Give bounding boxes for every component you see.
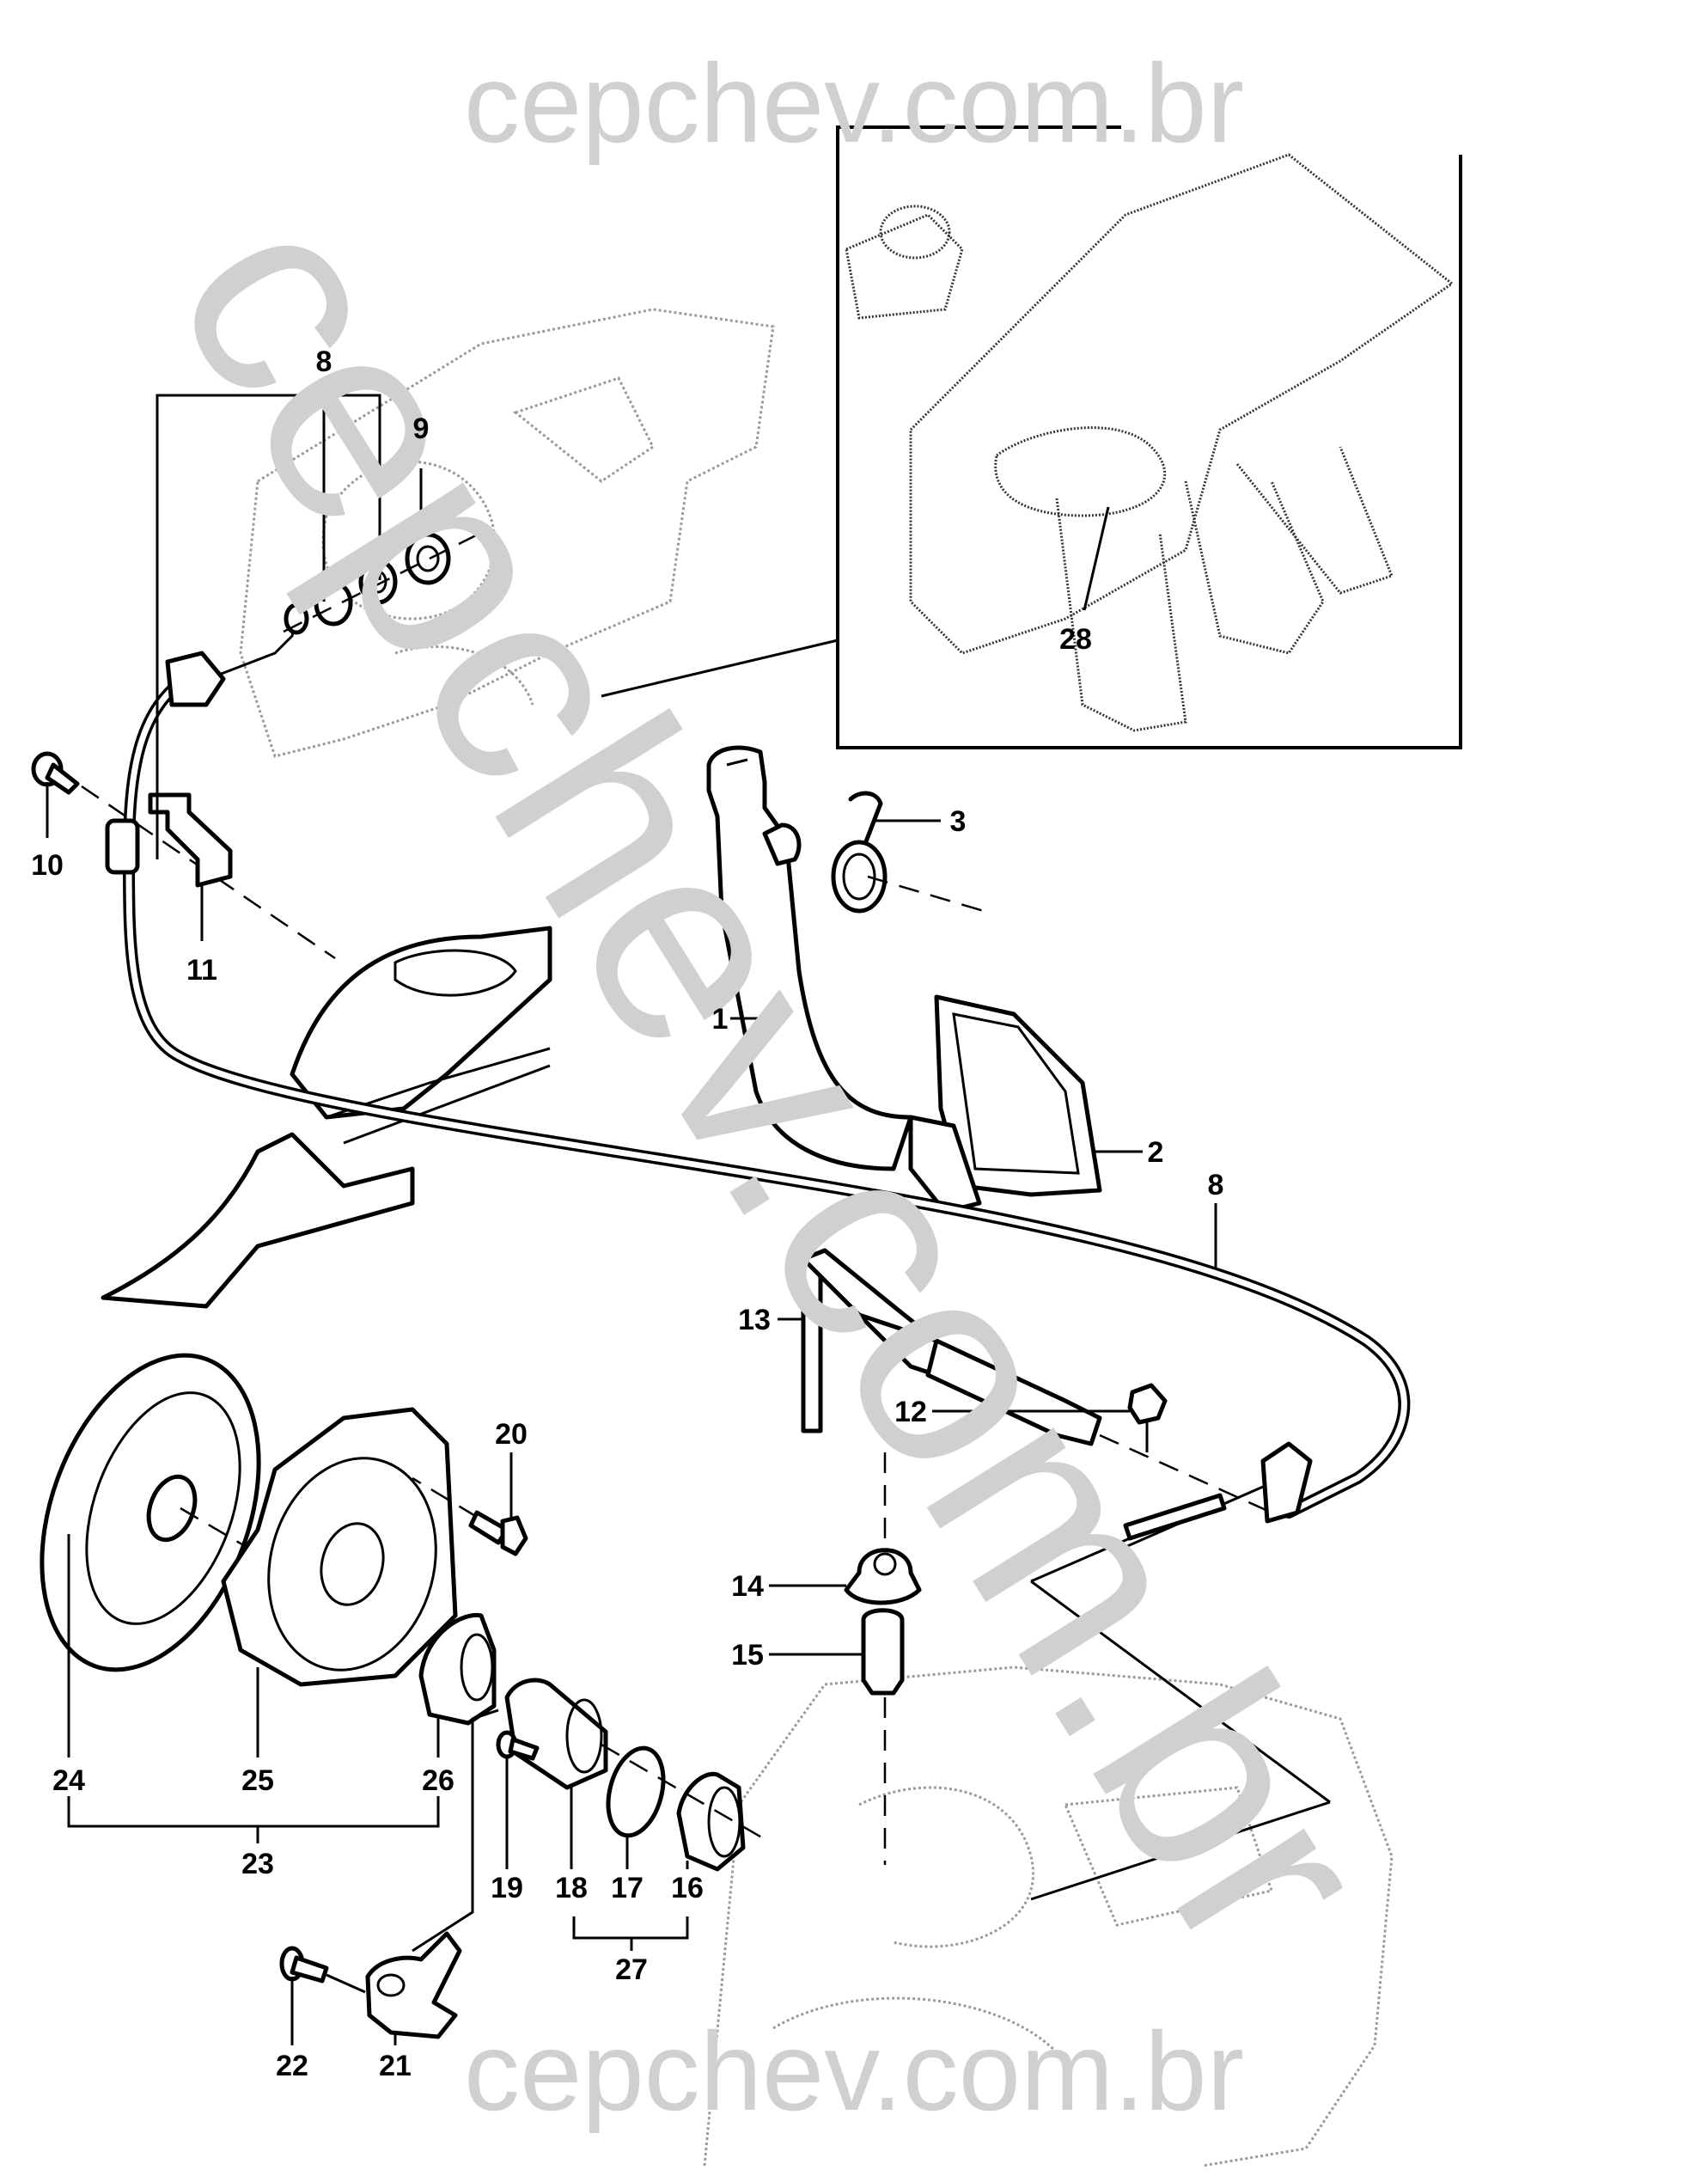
callout-25: 25 <box>241 1764 274 1797</box>
callout-18: 18 <box>555 1872 588 1904</box>
callout-leaders <box>46 391 1217 2045</box>
callout-17: 17 <box>611 1872 644 1904</box>
nut-12 <box>1030 1383 1331 1901</box>
ghost-transmission-bottom <box>703 1666 1394 2167</box>
o-ring-17 <box>606 1745 666 1838</box>
bolt-20 <box>412 1476 528 1556</box>
bearing-16 <box>601 1743 766 1872</box>
inset-pedal-box <box>601 125 1462 749</box>
callout-10: 10 <box>31 849 64 882</box>
clutch-pedal <box>706 745 913 1171</box>
pivot-bushing-14 <box>844 1452 922 1605</box>
pressure-plate <box>221 1407 458 1687</box>
bolt-19 <box>496 1730 540 1761</box>
release-fork-21 <box>365 1708 499 2039</box>
callout-22: 22 <box>276 2050 308 2082</box>
pivot-sleeve-15 <box>861 1608 905 1865</box>
bracket-11 <box>148 792 233 888</box>
guide-sleeve-18 <box>504 1678 608 1790</box>
watermark-top: cepchev.com.br <box>464 40 1244 166</box>
callout-23: 23 <box>241 1848 274 1880</box>
callout-9: 9 <box>413 413 430 445</box>
release-lever <box>801 1248 1272 1514</box>
callout-14: 14 <box>731 1570 764 1603</box>
pedal-box-sketch <box>845 153 1455 732</box>
callout-16: 16 <box>671 1872 704 1904</box>
callout-3: 3 <box>950 805 967 838</box>
watermark-bottom: cepchev.com.br <box>464 2008 1244 2134</box>
callout-2: 2 <box>1148 1136 1164 1169</box>
callout-12: 12 <box>894 1396 927 1428</box>
cable-bushings <box>283 531 482 635</box>
firewall-body <box>101 926 552 1309</box>
callout-1: 1 <box>712 1003 729 1036</box>
callout-labels: 8 9 10 11 28 3 1 2 8 13 12 14 15 20 24 2… <box>31 345 1223 2082</box>
callout-13: 13 <box>738 1304 771 1336</box>
callout-20: 20 <box>495 1418 528 1451</box>
callout-11: 11 <box>186 954 217 987</box>
callout-21: 21 <box>379 2050 412 2082</box>
callout-8-upper: 8 <box>316 345 332 378</box>
callout-8-lower: 8 <box>1208 1169 1224 1201</box>
callout-15: 15 <box>731 1639 764 1672</box>
callout-24: 24 <box>52 1764 85 1797</box>
callout-26: 26 <box>422 1764 454 1797</box>
callout-19: 19 <box>491 1872 523 1904</box>
callout-27: 27 <box>615 1953 648 1986</box>
bolt-22 <box>279 1946 366 1994</box>
pedal-pad <box>908 994 1102 1214</box>
clutch-cable <box>105 618 1411 1549</box>
bolt-10 <box>31 751 336 960</box>
callout-28: 28 <box>1059 623 1092 656</box>
release-bearing <box>418 1612 497 1726</box>
return-spring <box>831 791 985 914</box>
